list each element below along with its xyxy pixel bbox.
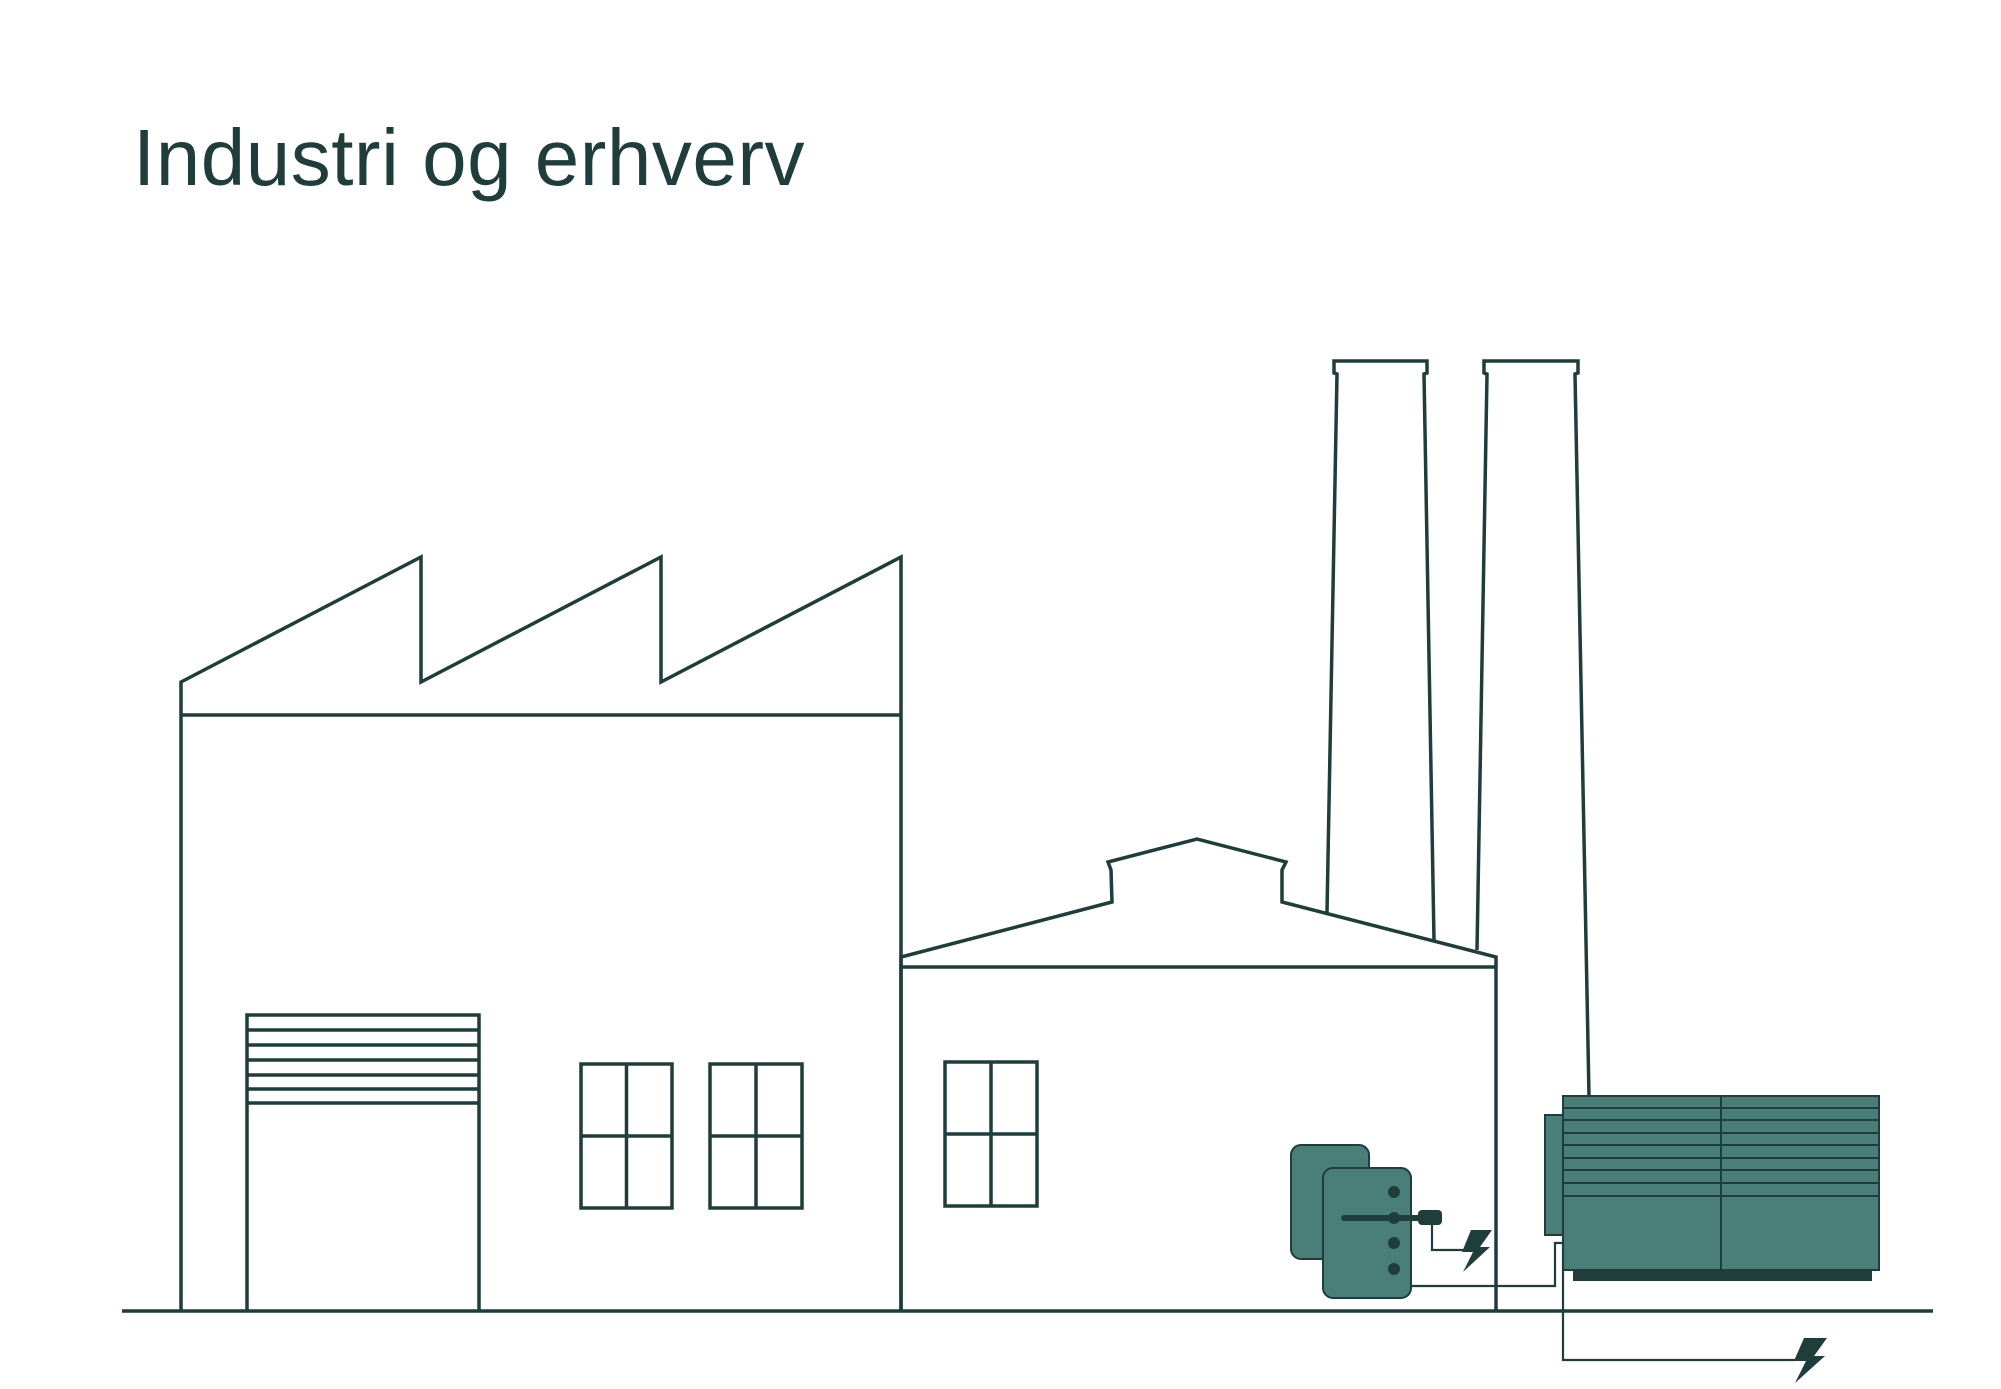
- lightning-icon: [1794, 1338, 1827, 1383]
- page-title: Industri og erhverv: [133, 113, 806, 202]
- chimney: [1325, 359, 1436, 941]
- sawtooth-roof: [179, 554, 903, 1311]
- factory-building: [179, 554, 903, 1311]
- power-cable: [1561, 1243, 1795, 1362]
- annex-building: [899, 837, 1498, 1311]
- lightning-icon: [1462, 1230, 1492, 1272]
- tank-front: [1322, 1167, 1412, 1299]
- vent-slats: [1563, 1107, 1879, 1197]
- annex-walls: [899, 965, 1498, 1311]
- power-cable: [1430, 1225, 1465, 1252]
- annex-roof: [899, 837, 1498, 967]
- heat-pump-unit: [1290, 1144, 1465, 1299]
- power-cable: [1411, 1241, 1563, 1288]
- window: [708, 1062, 804, 1210]
- generator-container: [1544, 1095, 1880, 1281]
- roller-door: [245, 1013, 481, 1311]
- window: [579, 1062, 674, 1210]
- valve: [1418, 1210, 1442, 1225]
- chimney: [1475, 359, 1591, 1097]
- window: [943, 1060, 1039, 1208]
